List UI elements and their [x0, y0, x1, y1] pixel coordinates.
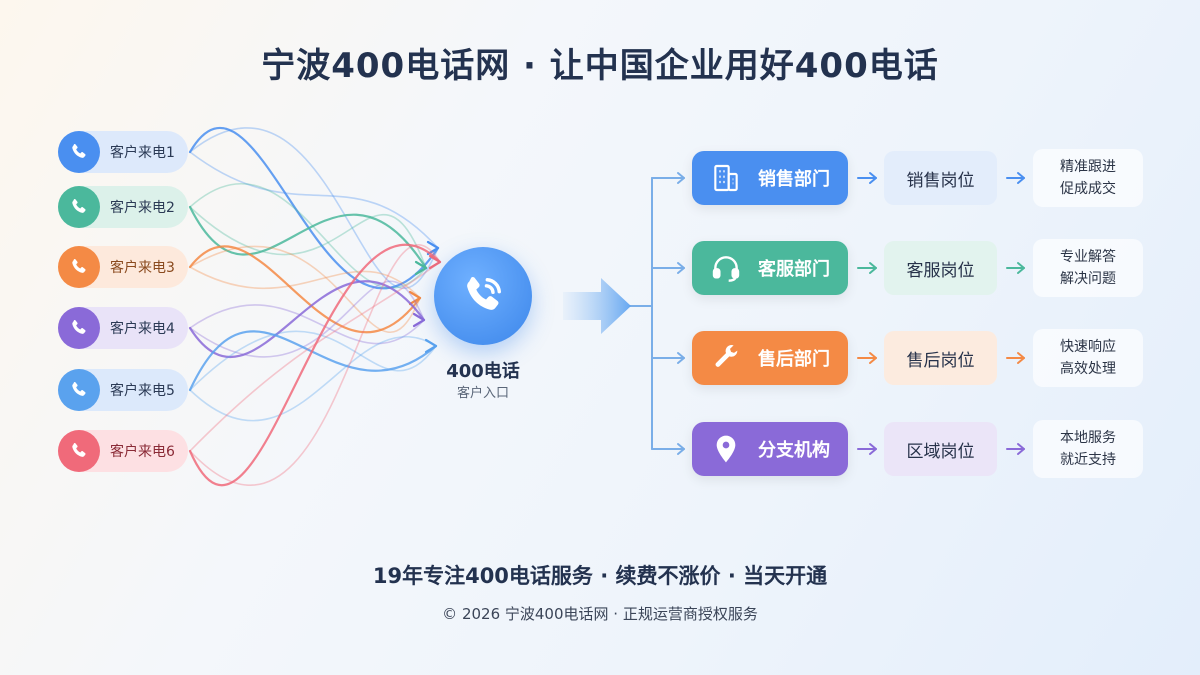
call-route-line: [188, 280, 426, 358]
call-route-line: [189, 330, 437, 391]
call-route-line: [189, 151, 439, 249]
result-1: 精准跟进促成成交: [1033, 149, 1143, 207]
post-3: 售后岗位: [884, 331, 997, 385]
caller-4: 客户来电4: [58, 307, 188, 349]
caller-3: 客户来电3: [58, 246, 188, 288]
department-name: 售后部门: [758, 349, 830, 370]
caller-label: 客户来电6: [110, 444, 175, 460]
arrow-head: [677, 262, 685, 274]
caller-label: 客户来电3: [110, 260, 175, 276]
arrow-head: [1017, 443, 1025, 455]
arrow-head: [424, 338, 438, 354]
arrow-head: [1017, 172, 1025, 184]
caller-label: 客户来电4: [110, 321, 175, 337]
department-name: 销售部门: [758, 169, 830, 190]
hub-title: 400电话: [446, 361, 520, 382]
arrow-head: [677, 352, 685, 364]
wrench-icon: [706, 338, 746, 378]
arrow-head: [426, 240, 440, 256]
result-line: 快速响应: [1060, 339, 1116, 355]
result-line: 精准跟进: [1060, 159, 1116, 175]
call-route-line: [189, 266, 421, 299]
arrow-head: [869, 262, 877, 274]
result-line: 高效处理: [1060, 361, 1116, 377]
call-route-line: [189, 206, 427, 269]
call-route-line: [188, 243, 442, 487]
call-route-line: [189, 244, 441, 486]
arrow-head: [428, 254, 442, 270]
result-4: 本地服务就近支持: [1033, 420, 1143, 478]
phone-icon: [58, 186, 100, 228]
post-2: 客服岗位: [884, 241, 997, 295]
arrow-head: [677, 172, 685, 184]
result-line: 本地服务: [1060, 430, 1116, 446]
result-line: 就近支持: [1060, 452, 1116, 468]
caller-label: 客户来电1: [110, 145, 175, 161]
department-name: 分支机构: [758, 440, 830, 461]
arrow-head: [869, 172, 877, 184]
department-3: 售后部门: [692, 331, 848, 385]
department-1: 销售部门: [692, 151, 848, 205]
call-route-line: [189, 245, 421, 334]
post-4: 区域岗位: [884, 422, 997, 476]
phone-icon: [58, 131, 100, 173]
post-1: 销售岗位: [884, 151, 997, 205]
phone-icon: [58, 307, 100, 349]
call-route-line: [188, 330, 438, 392]
call-route-line: [189, 336, 437, 422]
result-2: 专业解答解决问题: [1033, 239, 1143, 297]
department-2: 客服部门: [692, 241, 848, 295]
result-line: 解决问题: [1060, 271, 1116, 287]
call-route-line: [188, 126, 440, 290]
result-3: 快速响应高效处理: [1033, 329, 1143, 387]
caller-5: 客户来电5: [58, 369, 188, 411]
slogan: 19年专注400电话服务 · 续费不涨价 · 当天开通: [372, 564, 828, 588]
flow-arrow-icon: [563, 278, 631, 334]
caller-1: 客户来电1: [58, 131, 188, 173]
department-name: 客服部门: [758, 259, 830, 280]
result-line: 促成成交: [1060, 181, 1116, 197]
call-route-line: [189, 304, 425, 345]
arrow-head: [869, 352, 877, 364]
footer-copyright: © 2026 宁波400电话网 · 正规运营商授权服务: [442, 605, 758, 623]
call-route-line: [188, 245, 422, 334]
arrow-head: [1017, 262, 1025, 274]
call-route-line: [189, 182, 427, 289]
page-title: 宁波400电话网 · 让中国企业用好400电话: [261, 46, 939, 86]
result-line: 专业解答: [1060, 249, 1116, 265]
caller-label: 客户来电5: [110, 383, 175, 399]
hub-subtitle: 客户入口: [456, 386, 509, 401]
phone-ringing-icon: [467, 277, 501, 310]
call-route-line: [188, 205, 428, 270]
location-pin-icon: [706, 429, 746, 469]
call-route-line: [189, 261, 441, 452]
phone-icon: [58, 369, 100, 411]
phone-hub: [434, 247, 532, 345]
arrow-head: [414, 260, 428, 276]
arrow-head: [869, 443, 877, 455]
caller-label: 客户来电2: [110, 200, 175, 216]
call-route-line: [189, 280, 425, 358]
phone-icon: [58, 246, 100, 288]
arrow-head: [677, 443, 685, 455]
arrow-head: [408, 290, 422, 306]
headset-icon: [706, 248, 746, 288]
department-4: 分支机构: [692, 422, 848, 476]
call-route-line: [189, 127, 439, 290]
arrow-head: [1017, 352, 1025, 364]
caller-2: 客户来电2: [58, 186, 188, 228]
caller-6: 客户来电6: [58, 430, 188, 472]
arrow-head: [412, 312, 426, 328]
building-icon: [706, 158, 746, 198]
phone-icon: [58, 430, 100, 472]
